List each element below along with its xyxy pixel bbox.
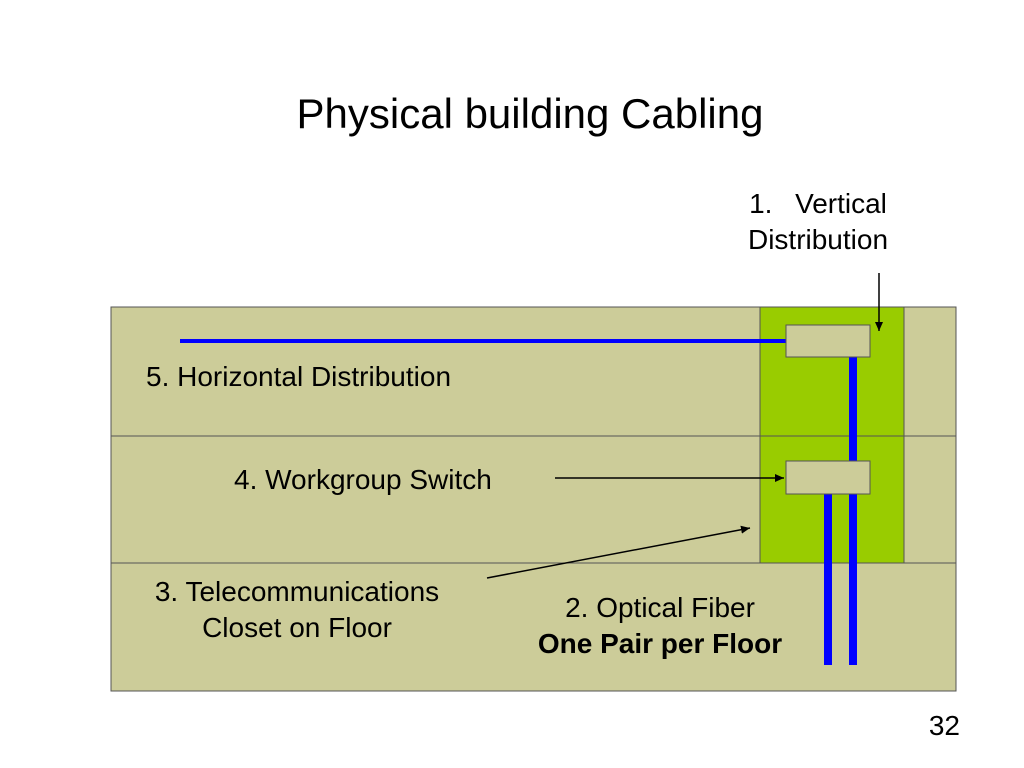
vertical-distribution-line1: 1. Vertical (718, 186, 918, 222)
workgroup-switch-label: 4. Workgroup Switch (234, 464, 492, 495)
optical-fiber-line2: One Pair per Floor (537, 628, 783, 659)
telecom-closet-label: 3. Telecommunications Closet on Floor (112, 574, 482, 646)
vertical-distribution-word: Vertical (795, 188, 887, 219)
vertical-distribution-label: 1. Vertical Distribution (718, 186, 918, 258)
horizontal-distribution-label: 5. Horizontal Distribution (146, 361, 452, 392)
slide-title: Physical building Cabling (296, 90, 764, 137)
optical-fiber-line1: 2. Optical Fiber (565, 592, 755, 623)
telecom-closet-line2: Closet on Floor (202, 612, 392, 643)
telecom-closet-line1: 3. Telecommunications (154, 576, 440, 607)
closet-arrow (486, 525, 751, 579)
switch-middle-floor (785, 460, 871, 495)
vertical-distribution-number: 1. (749, 188, 773, 219)
page-number: 32 (928, 710, 960, 741)
switch-top-floor (785, 324, 871, 358)
vertical-distribution-line2: Distribution (747, 224, 889, 255)
floor-bottom (110, 562, 957, 692)
optical-fiber-label: 2. Optical Fiber One Pair per Floor (500, 590, 820, 662)
